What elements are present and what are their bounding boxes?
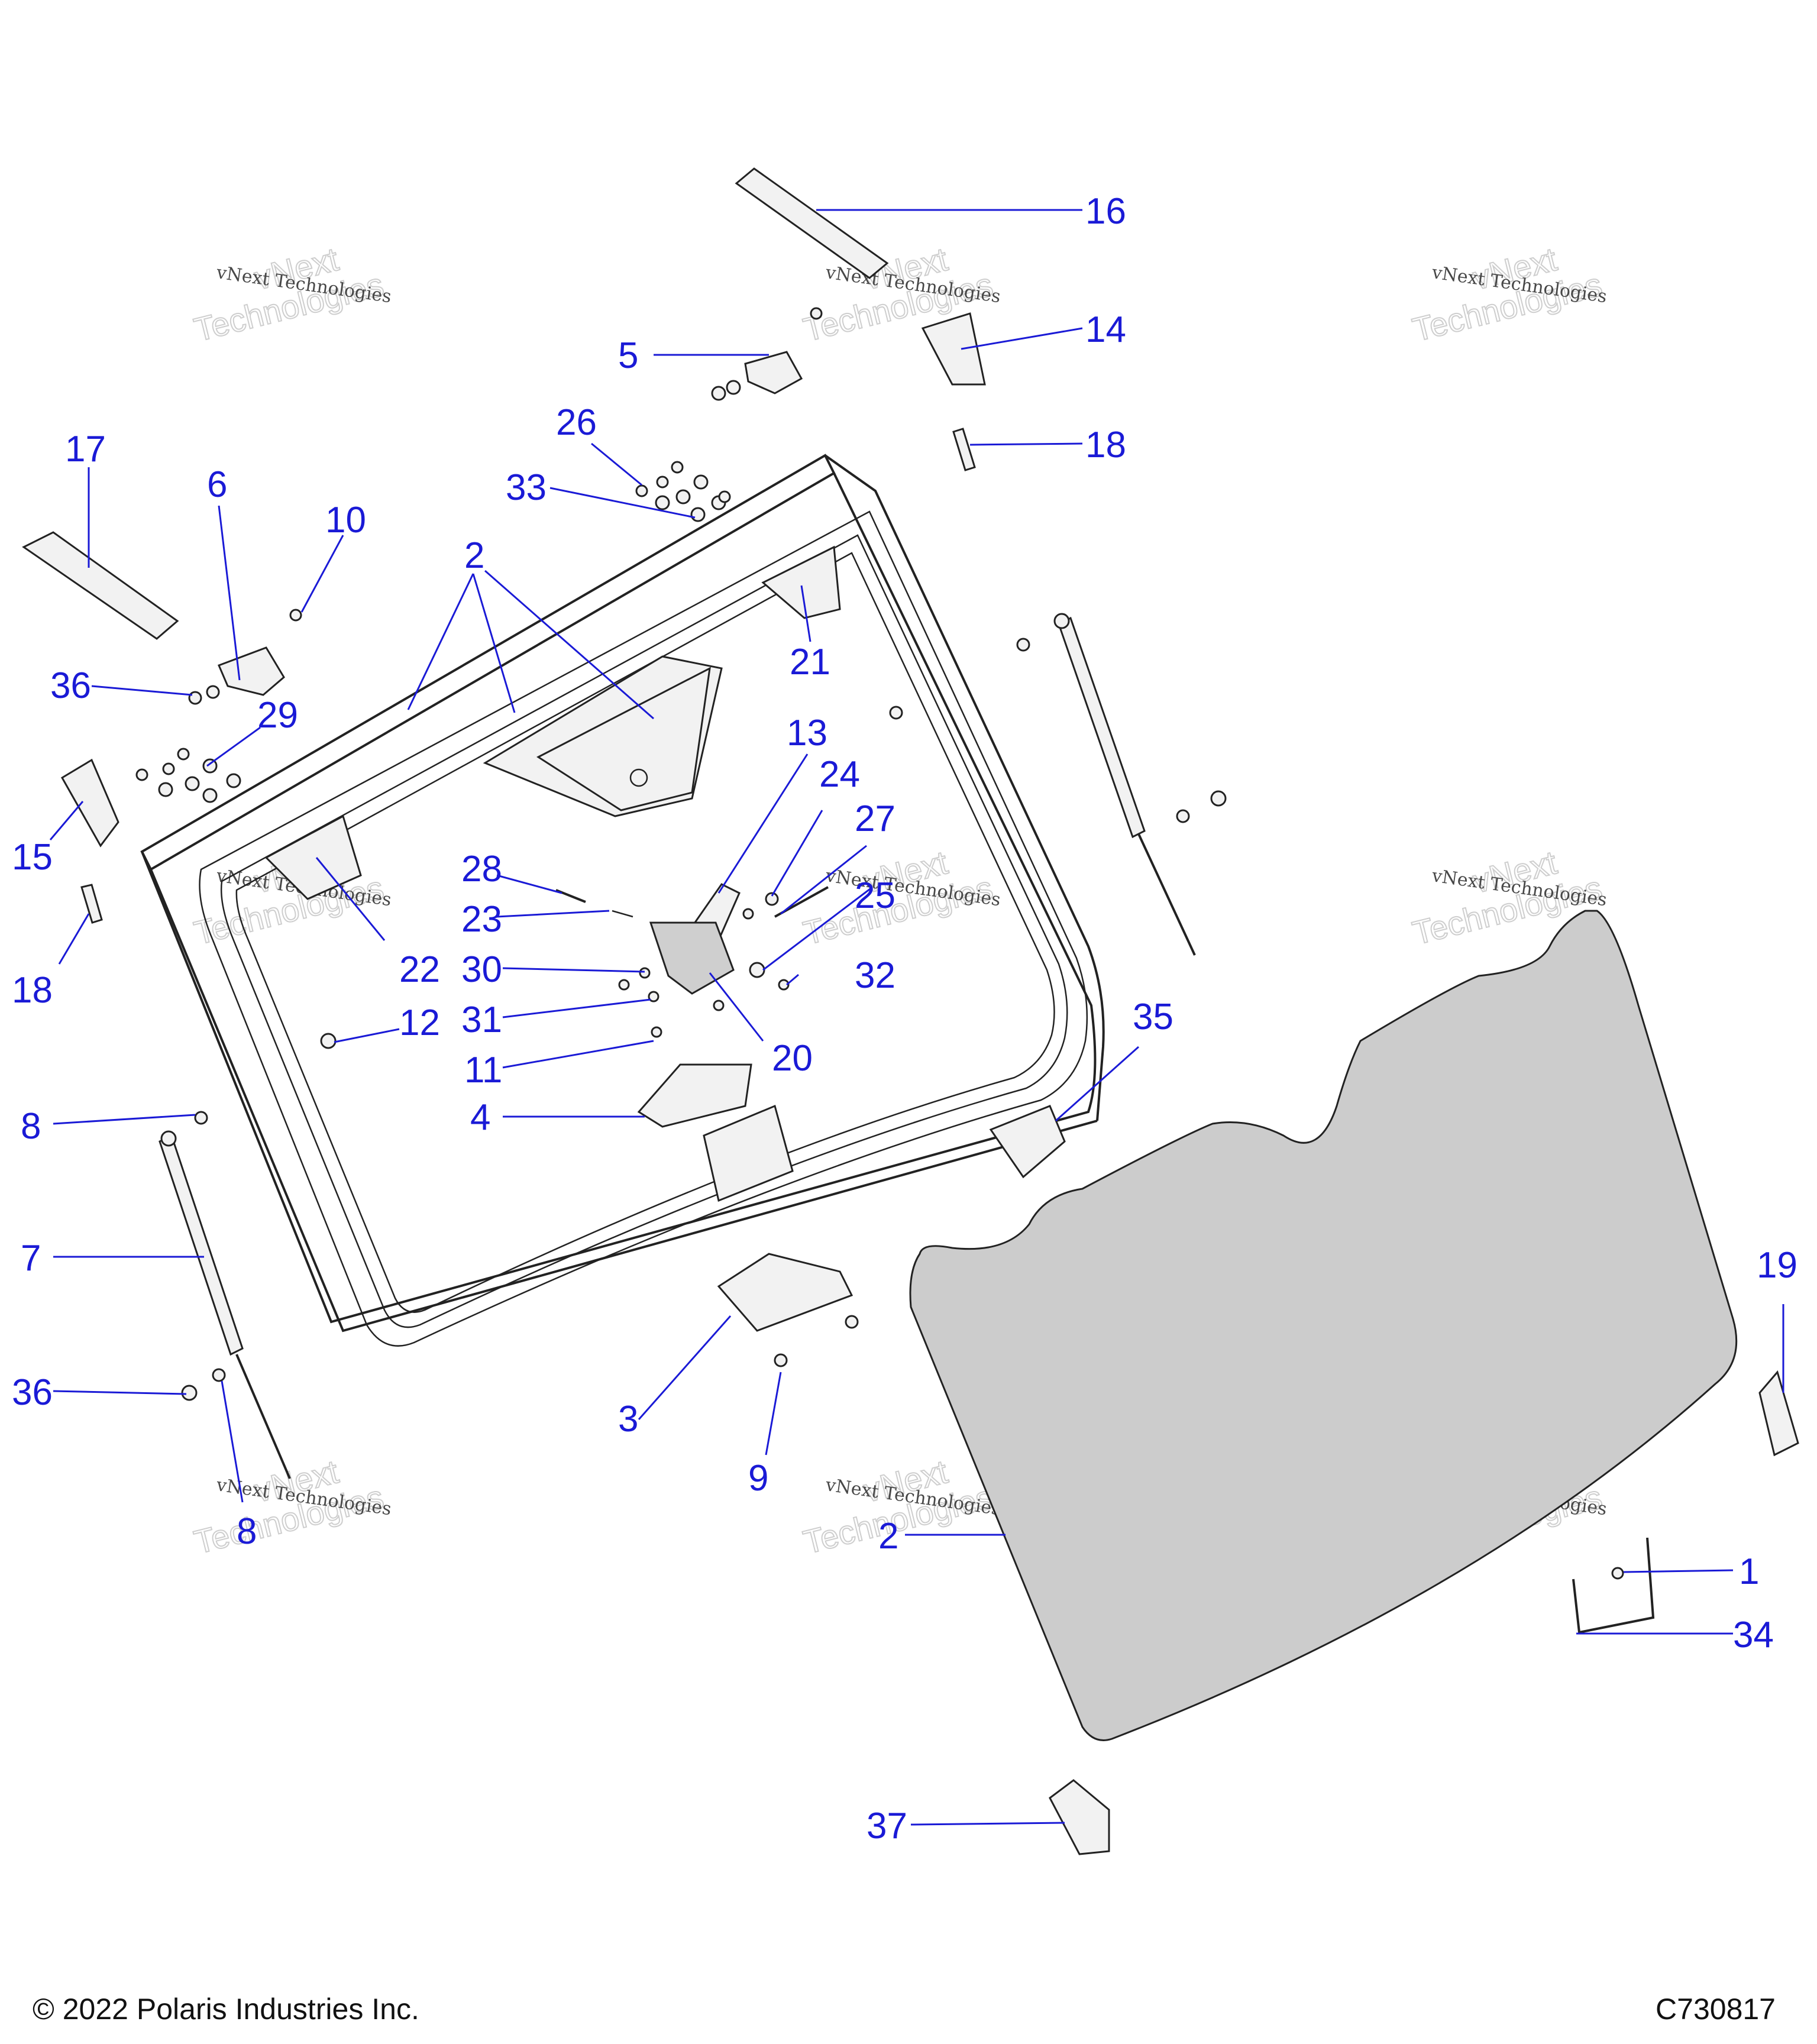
callout-6: 6 bbox=[207, 464, 227, 505]
callout-37: 37 bbox=[867, 1806, 907, 1846]
callout-labels: 16 14 18 5 17 6 10 2 36 29 26 33 21 13 2… bbox=[12, 191, 1797, 1846]
part-29-hardware bbox=[135, 748, 241, 803]
callout-33: 33 bbox=[506, 467, 547, 508]
callout-18: 18 bbox=[1085, 425, 1126, 465]
callout-36-bottom: 36 bbox=[12, 1372, 53, 1413]
callout-2-glass: 2 bbox=[878, 1516, 898, 1557]
callout-14: 14 bbox=[1085, 309, 1126, 350]
callout-2-frame: 2 bbox=[464, 535, 484, 576]
callout-25: 25 bbox=[855, 875, 895, 916]
callout-22: 22 bbox=[399, 949, 440, 990]
callout-28: 28 bbox=[461, 849, 502, 890]
callout-11: 11 bbox=[464, 1050, 502, 1091]
part-21-mount bbox=[761, 545, 841, 619]
callout-20: 20 bbox=[772, 1038, 813, 1079]
callout-3: 3 bbox=[618, 1399, 638, 1440]
glass-panel bbox=[909, 910, 1738, 1741]
callout-4: 4 bbox=[470, 1097, 490, 1138]
callout-32: 32 bbox=[855, 955, 895, 996]
callout-19: 19 bbox=[1757, 1245, 1797, 1286]
callout-15: 15 bbox=[12, 837, 53, 878]
part-34-clip bbox=[1572, 1537, 1655, 1634]
callout-8-bottom: 8 bbox=[237, 1511, 257, 1552]
callout-31: 31 bbox=[461, 1000, 502, 1040]
callout-29: 29 bbox=[257, 695, 298, 736]
part-6-hinge bbox=[218, 646, 285, 696]
callout-23: 23 bbox=[461, 899, 502, 940]
parts bbox=[22, 167, 1799, 1855]
callout-35: 35 bbox=[1133, 997, 1173, 1037]
callout-18-left: 18 bbox=[12, 970, 53, 1011]
part-5-hinge bbox=[744, 351, 803, 394]
part-15-tape bbox=[60, 758, 119, 848]
part-7-strut bbox=[159, 1134, 244, 1356]
part-22-mount bbox=[264, 814, 362, 900]
part-18-tape-2 bbox=[80, 884, 103, 924]
callout-13: 13 bbox=[787, 713, 827, 753]
drawing-number: C730817 bbox=[1656, 1993, 1776, 2026]
part-18-tape bbox=[952, 428, 976, 471]
callout-21: 21 bbox=[790, 642, 830, 683]
part-26-33-hardware bbox=[635, 461, 731, 522]
callout-30: 30 bbox=[461, 949, 502, 990]
callout-5: 5 bbox=[618, 335, 638, 376]
callout-36: 36 bbox=[50, 665, 91, 706]
callout-7: 7 bbox=[21, 1238, 41, 1279]
copyright-text: © 2022 Polaris Industries Inc. bbox=[33, 1993, 419, 2026]
callout-16: 16 bbox=[1085, 191, 1126, 232]
part-16-strip bbox=[735, 167, 889, 279]
part-4-striker bbox=[637, 1063, 752, 1128]
callout-26: 26 bbox=[556, 402, 597, 443]
part-3-bracket bbox=[717, 1253, 853, 1332]
part-17-strip bbox=[22, 531, 179, 640]
callout-9: 9 bbox=[748, 1458, 768, 1499]
callout-24: 24 bbox=[819, 754, 860, 795]
callout-34: 34 bbox=[1733, 1615, 1774, 1655]
part-striker-mount bbox=[703, 1104, 794, 1202]
part-14-tape bbox=[921, 312, 986, 386]
callout-27: 27 bbox=[855, 798, 895, 839]
callout-8-top: 8 bbox=[21, 1106, 41, 1147]
callout-10: 10 bbox=[325, 500, 366, 541]
part-35-bracket bbox=[989, 1105, 1066, 1179]
callout-1: 1 bbox=[1739, 1551, 1759, 1592]
callout-12: 12 bbox=[399, 1002, 440, 1043]
part-right-strut bbox=[1058, 616, 1146, 839]
leader-lines bbox=[49, 209, 1784, 1826]
part-37-tab bbox=[1049, 1779, 1110, 1855]
callout-17: 17 bbox=[65, 429, 106, 470]
part-19-tab bbox=[1758, 1370, 1799, 1457]
